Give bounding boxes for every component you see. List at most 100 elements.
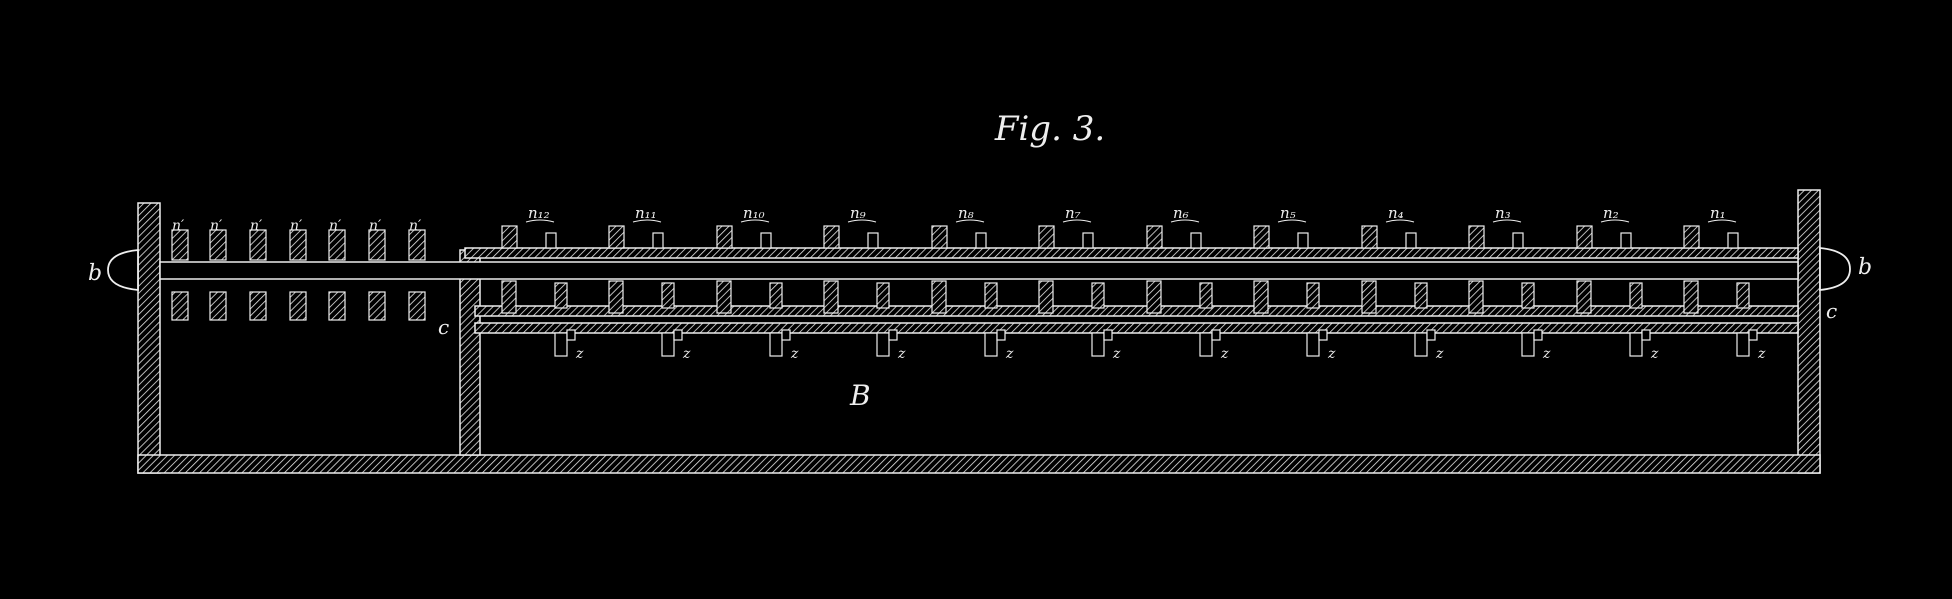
middle-rail <box>474 305 1799 317</box>
label-brace <box>740 219 770 223</box>
lower-tab-label: z <box>1435 346 1444 362</box>
large-pin-top <box>1468 225 1485 249</box>
large-pin-top <box>823 225 840 249</box>
large-pin-tab <box>1748 329 1758 341</box>
large-pin-stub <box>760 232 772 249</box>
large-pin-label: n₆ <box>1173 204 1189 222</box>
knob-label-right: b <box>1858 255 1872 280</box>
lower-tab-label: z <box>897 346 906 362</box>
large-pin-bottom <box>1199 332 1213 357</box>
small-pin-upper <box>171 229 189 261</box>
large-pin-label: n₅ <box>1280 204 1296 222</box>
large-pin-middle-right <box>1629 282 1643 309</box>
top-rail <box>464 247 1799 259</box>
right-end-post <box>1797 189 1821 474</box>
large-pin-tab <box>888 329 898 341</box>
label-brace <box>1492 219 1522 223</box>
small-pin-upper <box>249 229 267 261</box>
large-pin-top <box>1576 225 1593 249</box>
large-pin-tab <box>1103 329 1113 341</box>
large-pin-middle <box>501 280 517 314</box>
large-pin-stub <box>1082 232 1094 249</box>
large-pin-stub <box>1405 232 1417 249</box>
small-pin-lower <box>368 291 386 321</box>
large-pin-tab <box>566 329 576 341</box>
small-pin-label: n′ <box>290 218 303 234</box>
large-pin-middle-right <box>661 282 675 309</box>
knob-label-left: b <box>88 261 102 286</box>
label-brace <box>1385 219 1415 223</box>
label-brace <box>632 219 662 223</box>
large-pin-stub <box>867 232 879 249</box>
large-pin-stub <box>1512 232 1524 249</box>
large-pin-bottom <box>876 332 890 357</box>
small-pin-label: n′ <box>369 218 382 234</box>
large-pin-bottom <box>1306 332 1320 357</box>
large-pin-middle-right <box>1736 282 1750 309</box>
large-pin-tab <box>996 329 1006 341</box>
large-pin-middle <box>931 280 947 314</box>
large-pin-tab <box>673 329 683 341</box>
lower-tab-label: z <box>575 346 584 362</box>
lower-tab-label: z <box>1112 346 1121 362</box>
large-pin-tab <box>1211 329 1221 341</box>
large-pin-middle-right <box>1199 282 1213 309</box>
large-pin-top <box>608 225 625 249</box>
large-pin-stub <box>652 232 664 249</box>
large-pin-middle <box>1468 280 1484 314</box>
large-pin-top <box>1146 225 1163 249</box>
large-pin-top <box>716 225 733 249</box>
large-pin-top <box>1253 225 1270 249</box>
large-pin-stub <box>545 232 557 249</box>
left-end-post <box>137 202 161 474</box>
small-pin-lower <box>249 291 267 321</box>
large-pin-top <box>931 225 948 249</box>
label-brace <box>1170 219 1200 223</box>
small-pin-upper <box>209 229 227 261</box>
large-pin-label: n₉ <box>850 204 866 222</box>
large-pin-stub <box>1727 232 1739 249</box>
large-pin-middle <box>1146 280 1162 314</box>
large-pin-tab <box>1318 329 1328 341</box>
large-pin-middle-right <box>1091 282 1105 309</box>
right-knob <box>1819 247 1851 291</box>
lower-tab-label: z <box>1757 346 1766 362</box>
large-pin-middle <box>823 280 839 314</box>
small-pin-lower <box>328 291 346 321</box>
label-brace <box>1707 219 1737 223</box>
lower-tab-label: z <box>1650 346 1659 362</box>
large-pin-label: n₁₀ <box>743 204 765 222</box>
large-pin-middle <box>1683 280 1699 314</box>
lower-tab-label: z <box>1220 346 1229 362</box>
small-pin-upper <box>289 229 307 261</box>
label-brace <box>1277 219 1307 223</box>
large-pin-label: n₁₂ <box>528 204 550 222</box>
large-pin-stub <box>1620 232 1632 249</box>
lower-tab-label: z <box>1542 346 1551 362</box>
small-pin-label: n′ <box>409 218 422 234</box>
large-pin-label: n₃ <box>1495 204 1511 222</box>
large-pin-label: n₁₁ <box>635 204 657 222</box>
large-pin-middle-right <box>1306 282 1320 309</box>
large-pin-bottom <box>1521 332 1535 357</box>
large-pin-middle-right <box>876 282 890 309</box>
wall-label-right: c <box>1826 299 1837 323</box>
left-knob <box>107 249 139 291</box>
large-pin-middle-right <box>769 282 783 309</box>
large-pin-stub <box>1190 232 1202 249</box>
large-pin-middle <box>1253 280 1269 314</box>
small-pin-group <box>171 229 426 321</box>
label-brace <box>955 219 985 223</box>
large-pin-bottom <box>554 332 568 357</box>
small-pin-lower <box>289 291 307 321</box>
housing-frame <box>137 189 1821 474</box>
large-pin-middle-right <box>554 282 568 309</box>
wall-label-left: c <box>438 315 449 339</box>
label-brace <box>847 219 877 223</box>
large-pin-middle <box>608 280 624 314</box>
small-pin-label: n′ <box>250 218 263 234</box>
large-pin-middle-right <box>1414 282 1428 309</box>
large-pin-top <box>501 225 518 249</box>
